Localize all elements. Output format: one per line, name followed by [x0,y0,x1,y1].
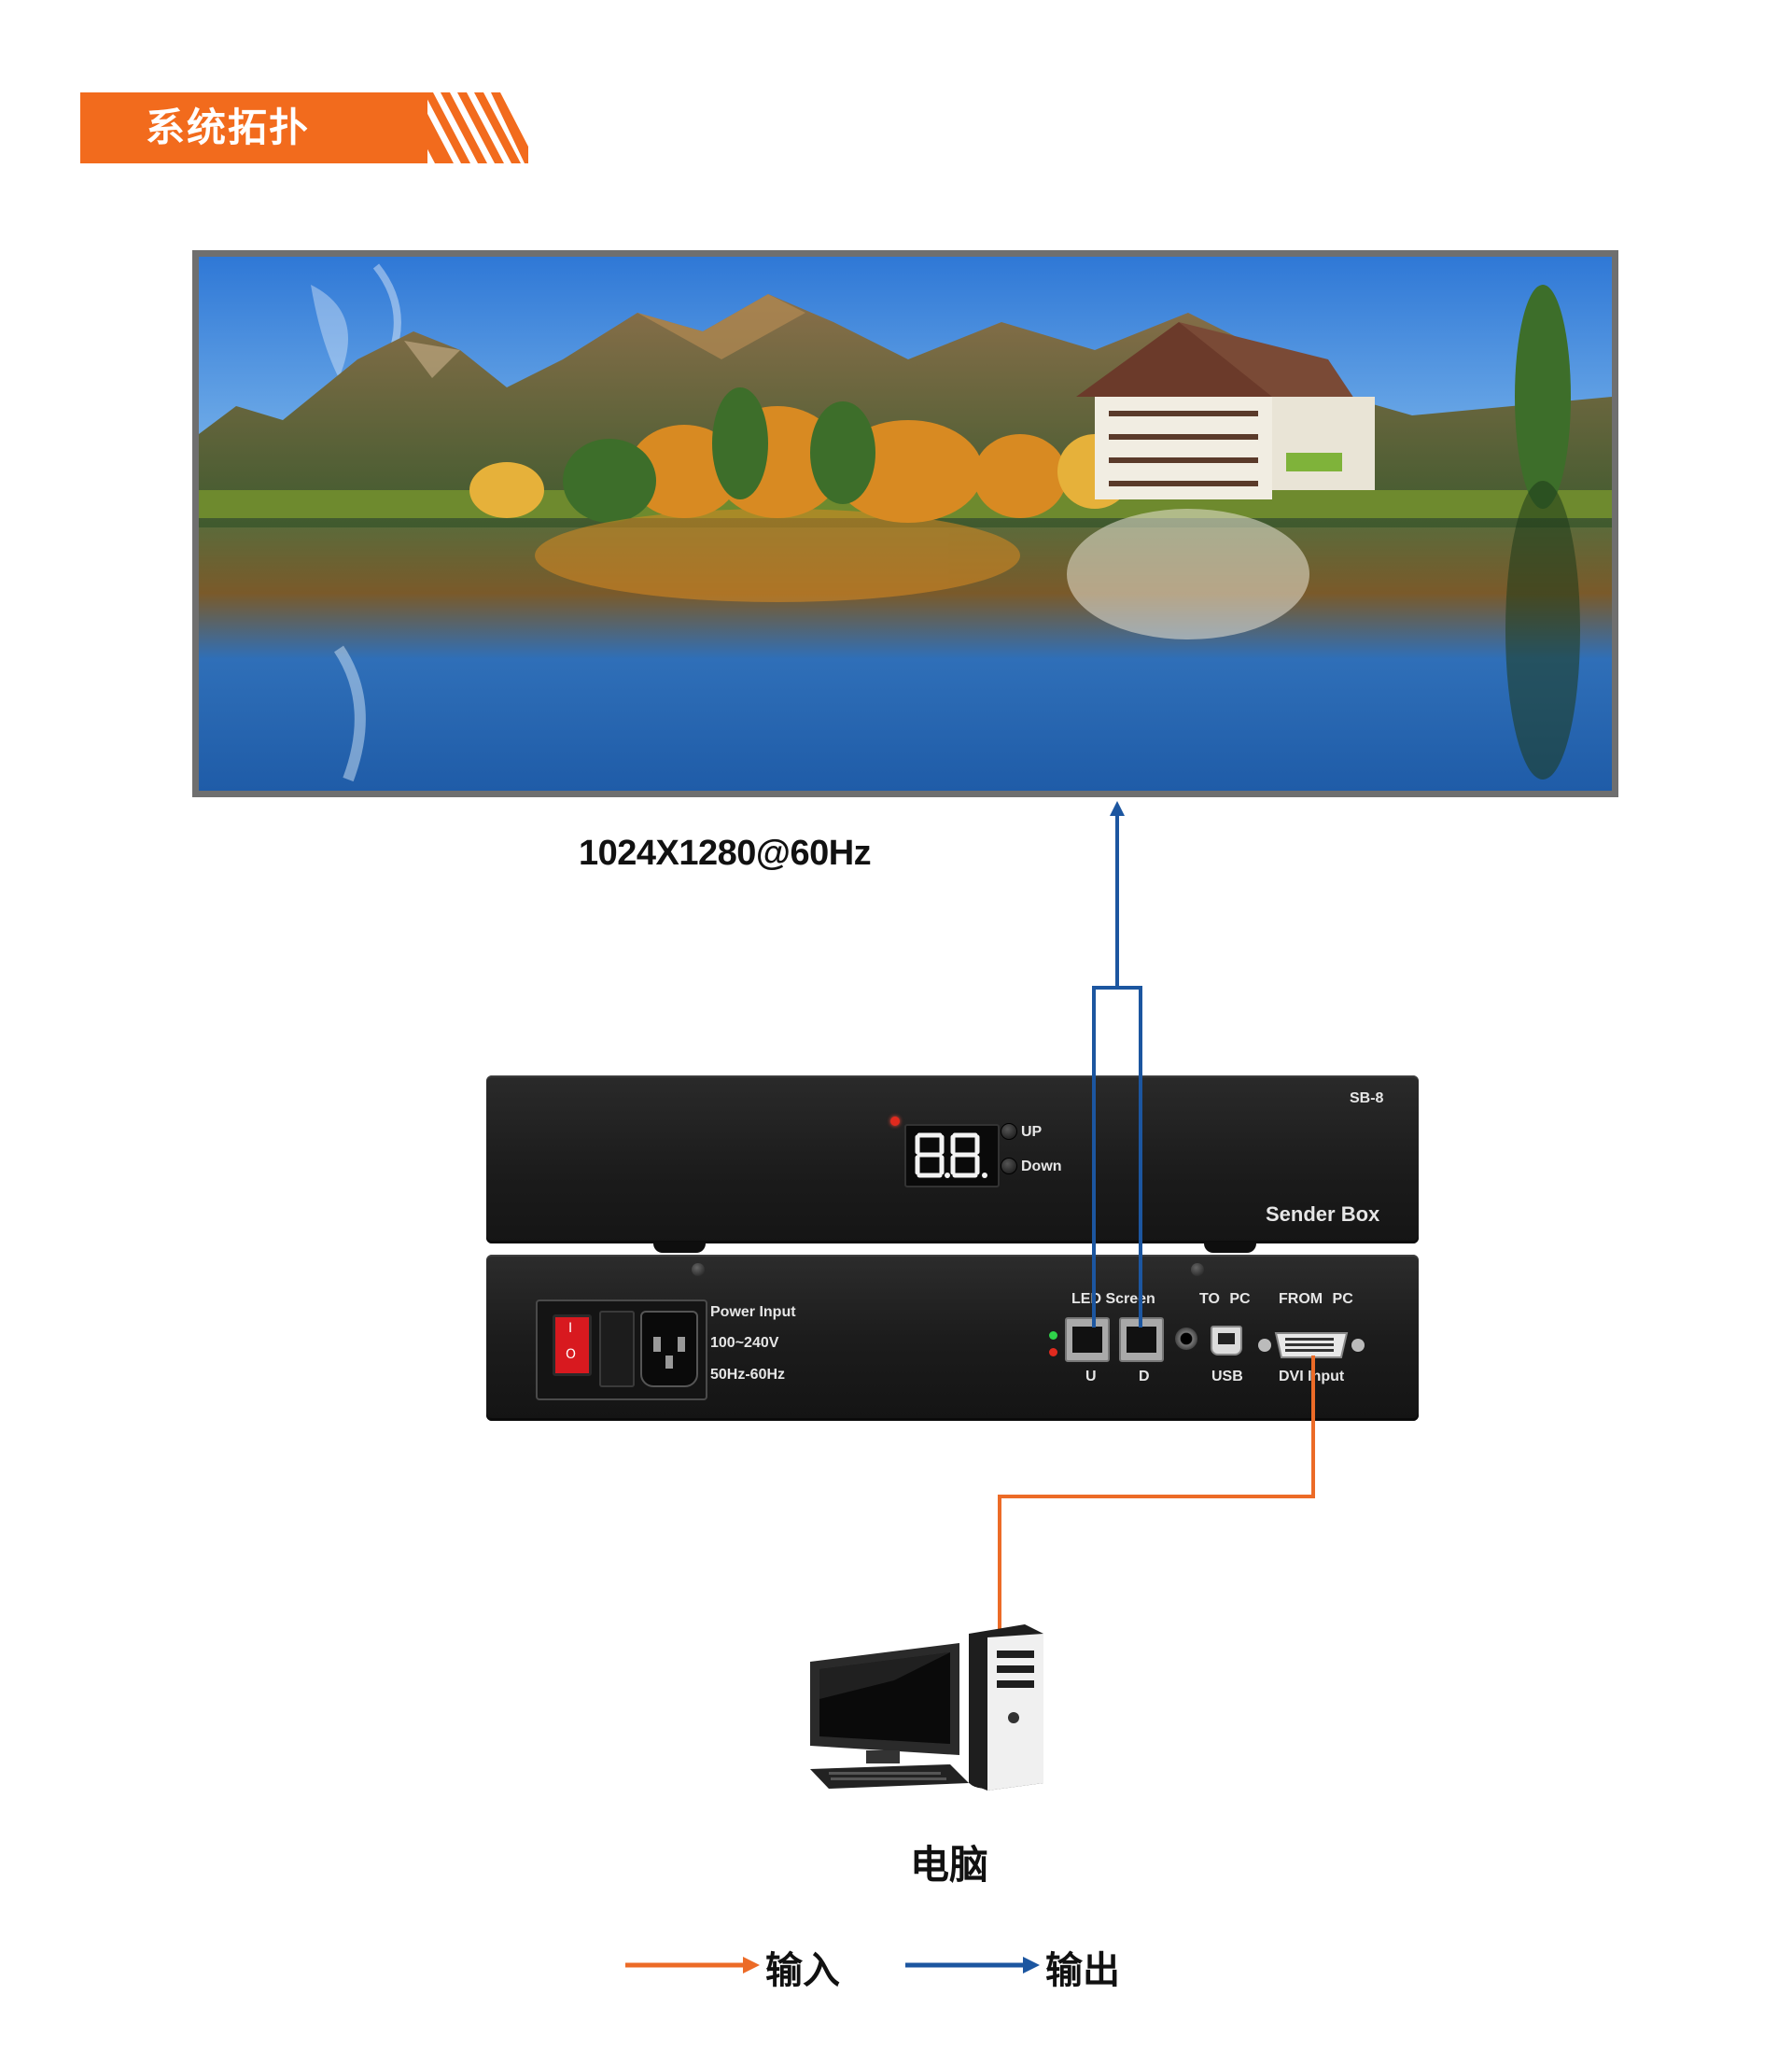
power-switch[interactable]: I O [553,1314,592,1376]
port-u-label: U [1085,1369,1097,1384]
screw-icon [692,1263,705,1276]
switch-on-mark-icon: I [568,1321,573,1336]
audio-jack[interactable] [1175,1328,1197,1350]
port-d-label: D [1139,1369,1150,1384]
legend-arrows [625,1957,1040,1974]
frequency-label: 50Hz-60Hz [710,1367,786,1383]
output-line [1092,812,1142,1328]
output-arrow-icon [1110,801,1125,816]
down-button-label: Down [1021,1159,1062,1174]
down-button[interactable] [1001,1158,1017,1174]
up-button[interactable] [1001,1123,1017,1140]
model-label: SB-8 [1350,1090,1384,1106]
power-socket-pins-icon [653,1337,685,1369]
up-button-label: UP [1021,1124,1043,1140]
voltage-label: 100~240V [710,1335,779,1351]
switch-off-mark-icon: O [566,1347,577,1362]
dvi-port[interactable] [1255,1329,1367,1361]
landscape-image [199,257,1612,791]
computer-label: 电脑 [910,1842,989,1888]
input-line [998,1356,1315,1643]
status-led-green [1049,1331,1057,1340]
led-display-screen [192,250,1618,797]
power-socket[interactable] [640,1311,698,1387]
sender-box-foot [1204,1242,1256,1253]
legend-input-label: 输入 [765,1949,840,1992]
fuse-holder [599,1311,635,1387]
computer-icon [810,1624,1043,1791]
section-header: 系统拓扑 [80,92,528,163]
usb-label: USB [1211,1369,1243,1384]
segment-digits-icon [915,1132,987,1178]
sender-box-foot [653,1242,706,1253]
legend-output-label: 输出 [1045,1949,1120,1992]
segment-display [904,1124,1000,1187]
usb-port[interactable] [1211,1326,1242,1356]
ethernet-port-u[interactable] [1065,1317,1110,1362]
section-title: 系统拓扑 [146,105,311,150]
power-indicator-led [890,1117,900,1126]
screw-icon [1191,1263,1204,1276]
to-pc-label: TO PC [1199,1291,1251,1307]
sender-box-name: Sender Box [1266,1202,1380,1226]
status-led-red [1049,1348,1057,1356]
from-pc-label: FROM PC [1279,1291,1353,1307]
resolution-label: 1024X1280@60Hz [579,834,872,873]
power-input-label: Power Input [710,1304,796,1320]
section-banner-shape [80,92,528,163]
